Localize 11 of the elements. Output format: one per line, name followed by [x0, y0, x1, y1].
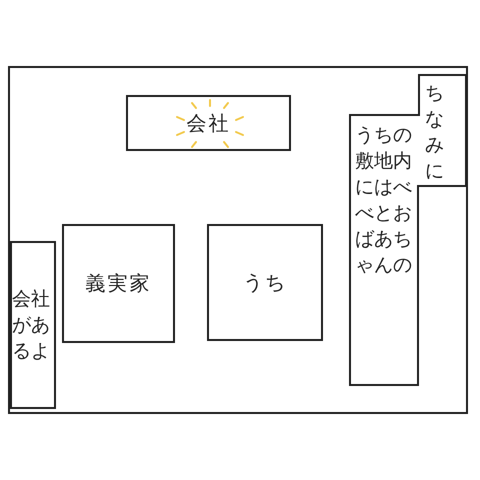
caption-text: ちなみに — [425, 81, 445, 180]
building-plot — [62, 224, 175, 343]
plot-label: 義実家 — [86, 270, 152, 297]
caption-box — [10, 241, 56, 409]
building-plot — [126, 95, 291, 151]
caption-box — [349, 74, 467, 386]
plot-label: うち — [243, 269, 287, 296]
caption-text: うちの敷地内にはべべとおばあちゃんの — [355, 123, 413, 278]
caption-text: 会社があるよ — [12, 287, 51, 364]
plot-label: 会社 — [186, 110, 230, 136]
building-plot — [207, 224, 323, 341]
